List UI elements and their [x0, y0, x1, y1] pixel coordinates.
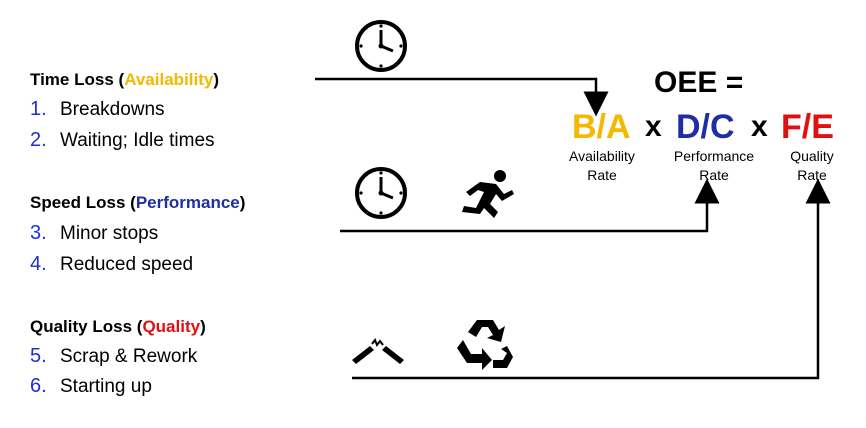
rate-label-line: Rate [699, 167, 729, 183]
quality-rate-label: Quality Rate [774, 147, 850, 185]
list-item: 4. Reduced speed [30, 253, 193, 276]
list-item: 3. Minor stops [30, 222, 158, 245]
clock-icon [355, 20, 407, 72]
running-person-icon [462, 170, 514, 218]
availability-ratio: B/A [572, 108, 631, 146]
list-item: 5. Scrap & Rework [30, 345, 197, 368]
speed-loss-title: Speed Loss [30, 193, 126, 212]
rate-label-line: Availability [569, 148, 635, 164]
rate-label-line: Rate [587, 167, 617, 183]
clock-icon [355, 167, 407, 219]
item-label: Starting up [60, 376, 152, 397]
speed-loss-heading: Speed Loss (Performance) [30, 193, 245, 213]
availability-rate-label: Availability Rate [552, 147, 652, 185]
quality-loss-title: Quality Loss [30, 317, 133, 336]
rate-label-line: Performance [673, 148, 755, 164]
multiply-operator: x [751, 110, 768, 143]
availability-factor: Availability [124, 70, 214, 89]
multiply-operator: x [645, 110, 662, 143]
paren: ( [136, 317, 143, 336]
item-label: Minor stops [60, 223, 159, 244]
quality-loss-heading: Quality Loss (Quality) [30, 317, 206, 337]
availability-connector [315, 77, 609, 117]
oee-title: OEE = [654, 66, 744, 99]
paren: ( [118, 70, 125, 89]
paren: ) [200, 317, 206, 336]
broken-part-icon [352, 337, 404, 364]
quality-factor: Quality [142, 317, 201, 336]
recycle-icon [457, 320, 513, 370]
quality-connector [352, 178, 831, 380]
item-number: 2. [30, 129, 47, 151]
rate-label-line: Quality [790, 148, 834, 164]
paren: ) [213, 70, 219, 89]
performance-connector [340, 178, 720, 233]
item-number: 5. [30, 345, 47, 367]
time-loss-heading: Time Loss (Availability) [30, 70, 219, 90]
item-label: Scrap & Rework [60, 346, 198, 367]
item-number: 6. [30, 375, 47, 397]
paren: ) [239, 193, 246, 212]
performance-rate-label: Performance Rate [660, 147, 768, 185]
list-item: 6. Starting up [30, 375, 152, 398]
list-item: 2. Waiting; Idle times [30, 129, 215, 152]
quality-ratio: F/E [781, 108, 834, 146]
time-loss-title: Time Loss [30, 70, 114, 89]
item-number: 4. [30, 253, 47, 275]
item-number: 1. [30, 98, 47, 120]
item-label: Breakdowns [60, 99, 165, 120]
list-item: 1. Breakdowns [30, 98, 165, 121]
performance-ratio: D/C [676, 108, 735, 146]
performance-factor: Performance [135, 193, 240, 212]
item-number: 3. [30, 222, 47, 244]
rate-label-line: Rate [797, 167, 827, 183]
paren: ( [130, 193, 136, 212]
item-label: Waiting; Idle times [60, 130, 215, 151]
item-label: Reduced speed [60, 254, 194, 275]
